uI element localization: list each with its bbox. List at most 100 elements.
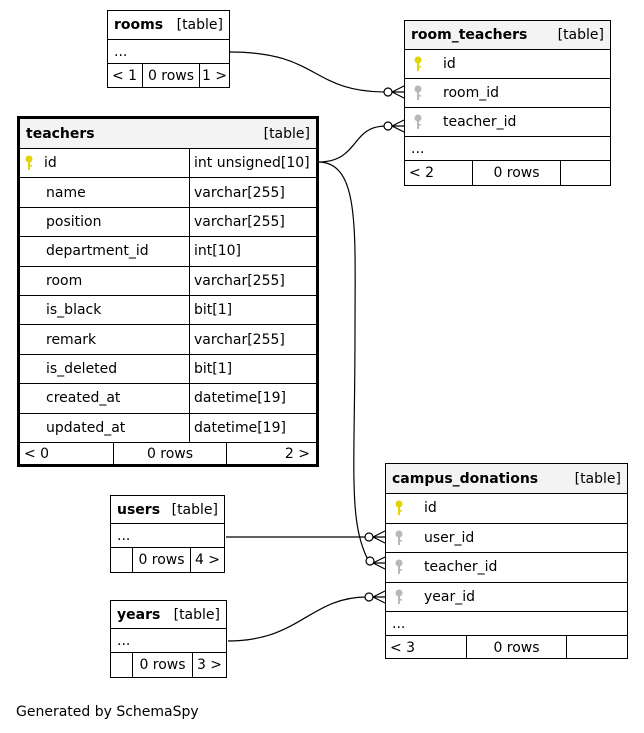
parent-count[interactable] [111, 548, 132, 572]
parent-count[interactable] [111, 653, 132, 677]
child-count[interactable]: 1 > [199, 64, 229, 87]
foreign-key-icon [386, 559, 412, 575]
column-row-department-id[interactable]: department_id int[10] [20, 237, 316, 267]
column-name: id [424, 500, 437, 517]
column-type: bit[1] [194, 302, 233, 319]
column-row-is-deleted[interactable]: is_deleted bit[1] [20, 354, 316, 385]
table-header: users [table] [111, 496, 224, 524]
more-columns: ... [114, 43, 128, 60]
more-columns: ... [411, 140, 425, 157]
rel-teachers-room-teachers [317, 125, 387, 163]
row-count: 0 rows [466, 636, 566, 659]
more-columns: ... [117, 632, 131, 649]
table-header: room_teachers [table] [405, 21, 610, 50]
column-row-user-id[interactable]: user_id [386, 524, 627, 553]
column-type: varchar[255] [194, 213, 285, 230]
optional-marker [365, 556, 375, 566]
column-row-id[interactable]: id [386, 494, 627, 524]
column-name: is_black [20, 295, 190, 325]
table-name[interactable]: users [117, 501, 161, 518]
table-header: teachers [table] [20, 119, 316, 149]
table-years[interactable]: years [table] ... 0 rows 3 > [110, 600, 227, 678]
table-name[interactable]: room_teachers [411, 27, 528, 43]
table-name[interactable]: teachers [26, 125, 95, 142]
column-name: room [20, 266, 190, 295]
column-name-cell: id [20, 149, 190, 178]
foreign-key-icon [405, 114, 431, 130]
parent-count[interactable]: < 0 [24, 446, 50, 463]
column-name: teacher_id [424, 559, 498, 576]
column-row-room[interactable]: room varchar[255] [20, 266, 316, 296]
column-row-teacher-id[interactable]: teacher_id [405, 108, 610, 137]
row-count: 0 rows [132, 653, 192, 677]
more-columns: ... [392, 615, 406, 632]
column-name: room_id [443, 85, 499, 101]
column-name: teacher_id [443, 114, 517, 130]
column-name: id [44, 155, 57, 172]
column-type: int[10] [194, 243, 241, 260]
column-type: datetime[19] [194, 390, 286, 407]
parent-count[interactable]: < 2 [409, 165, 435, 181]
rel-teachers-campus-donations [317, 161, 369, 561]
column-name: created_at [20, 384, 190, 413]
column-type: datetime[19] [194, 419, 286, 436]
table-campus-donations[interactable]: campus_donations [table] id user_id teac… [385, 463, 628, 659]
column-row-remark[interactable]: remark varchar[255] [20, 325, 316, 355]
table-footer: < 0 0 rows 2 > [20, 442, 316, 466]
foreign-key-icon [405, 85, 431, 101]
row-count: 0 rows [472, 161, 560, 185]
column-row-is-black[interactable]: is_black bit[1] [20, 295, 316, 326]
row-count: 0 rows [142, 64, 199, 87]
column-row-id[interactable]: id [405, 50, 610, 79]
column-name: name [20, 178, 190, 207]
column-type: varchar[255] [194, 331, 285, 348]
column-name: updated_at [20, 413, 190, 442]
foreign-key-icon [386, 530, 412, 546]
table-footer: 0 rows 3 > [111, 653, 226, 677]
column-row-teacher-id[interactable]: teacher_id [386, 553, 627, 583]
primary-key-icon [386, 500, 412, 516]
table-room-teachers[interactable]: room_teachers [table] id room_id teacher… [404, 20, 611, 186]
table-type-label: [table] [263, 125, 310, 142]
table-name[interactable]: years [117, 606, 161, 623]
column-row-name[interactable]: name varchar[255] [20, 178, 316, 208]
column-row-id[interactable]: id int unsigned[10] [20, 149, 316, 179]
column-type: varchar[255] [194, 184, 285, 201]
table-name[interactable]: campus_donations [392, 470, 539, 487]
column-row-position[interactable]: position varchar[255] [20, 207, 316, 238]
column-row-room-id[interactable]: room_id [405, 79, 610, 108]
column-row-year-id[interactable]: year_id [386, 583, 627, 612]
child-count[interactable]: 2 > [226, 442, 316, 466]
column-row-created-at[interactable]: created_at datetime[19] [20, 384, 316, 414]
optional-marker [364, 592, 374, 602]
table-footer: < 1 0 rows 1 > [108, 64, 229, 87]
ellipsis-row: ... [108, 40, 229, 64]
child-count[interactable]: 4 > [190, 548, 224, 572]
table-header: rooms [table] [108, 11, 229, 40]
column-type: int unsigned[10] [194, 155, 310, 172]
parent-count[interactable]: < 1 [112, 67, 138, 84]
table-type-label: [table] [176, 17, 223, 33]
ellipsis-row: ... [111, 524, 224, 548]
table-name[interactable]: rooms [114, 17, 164, 33]
child-count[interactable]: 3 > [192, 653, 226, 677]
primary-key-icon [24, 155, 44, 171]
child-count[interactable] [560, 161, 610, 185]
column-row-updated-at[interactable]: updated_at datetime[19] [20, 413, 316, 443]
column-name: department_id [20, 237, 190, 266]
optional-marker [383, 87, 393, 97]
table-type-label: [table] [574, 470, 621, 487]
more-columns: ... [117, 527, 131, 544]
primary-key-icon [405, 56, 431, 72]
table-header: campus_donations [table] [386, 464, 627, 494]
child-count[interactable] [566, 636, 627, 659]
parent-count[interactable]: < 3 [390, 639, 416, 656]
table-teachers[interactable]: teachers [table] id int unsigned[10] nam… [17, 116, 319, 467]
table-users[interactable]: users [table] ... 0 rows 4 > [110, 495, 225, 573]
ellipsis-row: ... [111, 629, 226, 653]
optional-marker [364, 532, 374, 542]
table-footer: < 3 0 rows [386, 636, 627, 659]
table-rooms[interactable]: rooms [table] ... < 1 0 rows 1 > [107, 10, 230, 88]
optional-marker [383, 121, 393, 131]
